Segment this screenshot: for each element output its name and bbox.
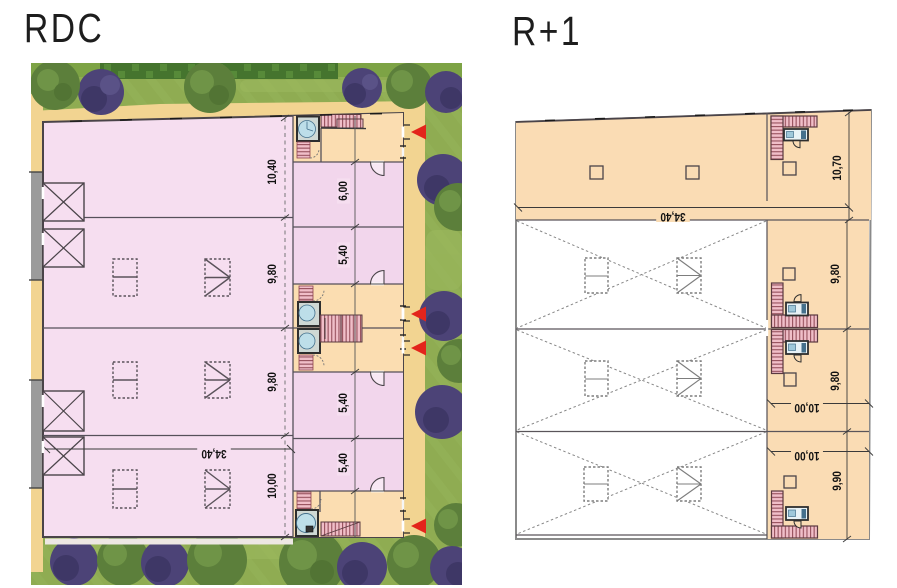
svg-text:9,90: 9,90 xyxy=(831,471,844,491)
svg-text:10,40: 10,40 xyxy=(266,159,279,184)
svg-text:10,00: 10,00 xyxy=(794,401,819,414)
svg-text:9,80: 9,80 xyxy=(266,372,279,392)
svg-text:9,80: 9,80 xyxy=(829,371,842,391)
svg-text:5,40: 5,40 xyxy=(337,393,350,413)
svg-text:6,00: 6,00 xyxy=(337,181,350,201)
svg-text:9,80: 9,80 xyxy=(266,264,279,284)
svg-text:10,70: 10,70 xyxy=(831,155,844,180)
svg-text:34,40: 34,40 xyxy=(660,210,685,223)
svg-text:5,40: 5,40 xyxy=(337,453,350,473)
svg-text:10,00: 10,00 xyxy=(794,449,819,462)
svg-text:9,80: 9,80 xyxy=(829,264,842,284)
svg-text:5,40: 5,40 xyxy=(337,245,350,265)
svg-text:10,00: 10,00 xyxy=(266,473,279,498)
svg-text:34,40: 34,40 xyxy=(201,447,226,460)
